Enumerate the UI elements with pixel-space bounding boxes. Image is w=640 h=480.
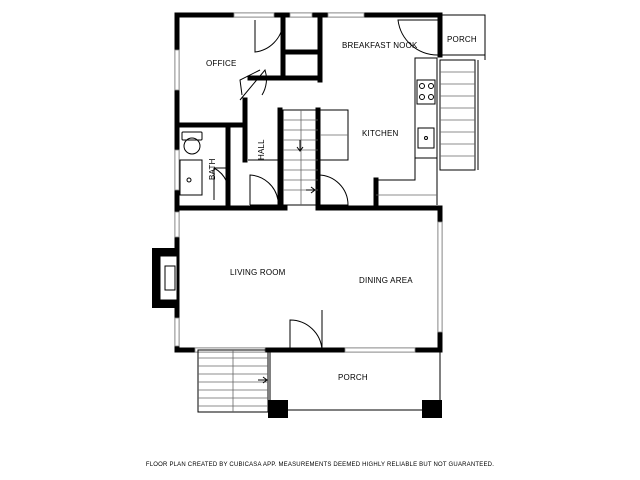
porch-stairs — [197, 349, 269, 413]
room-label-hall: HALL — [257, 139, 266, 160]
office-doors — [239, 20, 284, 101]
fireplace — [152, 248, 179, 308]
interior-stairs — [282, 109, 349, 206]
room-label-office: OFFICE — [206, 59, 237, 68]
room-label-living-room: LIVING ROOM — [230, 268, 286, 277]
room-label-kitchen: KITCHEN — [362, 129, 399, 138]
kitchen-fixtures — [376, 19, 439, 205]
room-label-porch-upper: PORCH — [447, 35, 477, 44]
bath-fixtures — [179, 131, 279, 206]
footer-disclaimer: FLOOR PLAN CREATED BY CUBICASA APP. MEAS… — [146, 462, 494, 468]
room-label-breakfast-nook: BREAKFAST NOOK — [342, 41, 418, 50]
front-door — [289, 310, 323, 351]
room-label-dining-area: DINING AREA — [359, 276, 413, 285]
room-label-porch-lower: PORCH — [338, 373, 368, 382]
upper-porch — [439, 14, 486, 171]
lower-porch — [268, 350, 442, 418]
interior-walls — [174, 12, 379, 208]
room-label-bath: BATH — [208, 158, 217, 180]
